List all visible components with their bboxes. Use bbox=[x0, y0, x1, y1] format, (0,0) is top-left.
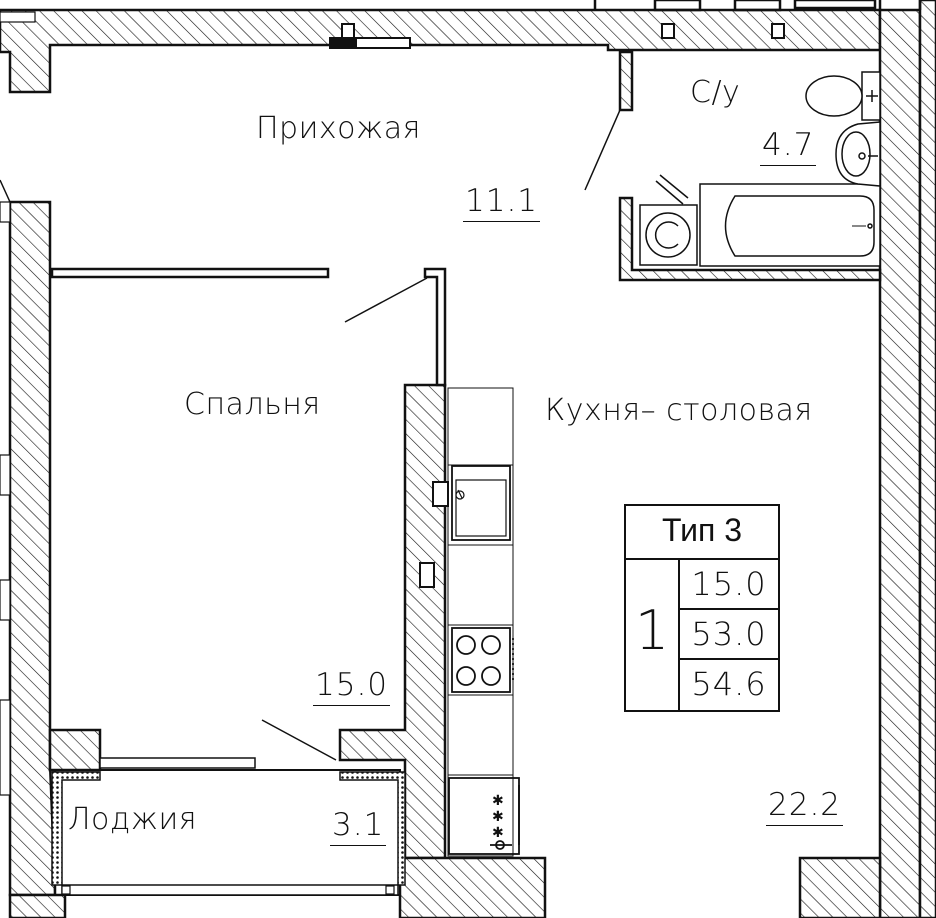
bathroom-area: 4.7 bbox=[760, 130, 817, 166]
bottom-left-wall bbox=[48, 728, 102, 772]
right-wall bbox=[878, 8, 922, 918]
kitchen-stove: ✱ ✱ ✱ bbox=[448, 777, 520, 855]
bottom-wall-right bbox=[798, 856, 882, 918]
bath-partition-top bbox=[618, 50, 634, 112]
loggia-label: Лоджия bbox=[68, 802, 197, 837]
svg-text:✱: ✱ bbox=[492, 793, 504, 809]
total-with-loggia-cell: 54.6 bbox=[680, 660, 778, 710]
bottom-wall-mid bbox=[398, 856, 547, 918]
hall-bedroom-partition bbox=[50, 267, 330, 279]
rooms-count-cell: 1 bbox=[626, 560, 680, 710]
type-label: Тип 3 bbox=[661, 512, 743, 548]
loggia-area: 3.1 bbox=[330, 810, 387, 846]
bedroom-door-jamb bbox=[423, 267, 447, 387]
bedroom-label: Спальня bbox=[184, 387, 321, 422]
loggia-glazing bbox=[61, 884, 399, 896]
riser-box bbox=[419, 562, 435, 588]
type-title-cell: Тип 3 bbox=[626, 506, 778, 560]
living-area-cell: 15.0 bbox=[680, 560, 778, 610]
top-wall bbox=[0, 8, 882, 94]
kitchen-area: 22.2 bbox=[766, 790, 844, 826]
total-area: 53.0 bbox=[691, 615, 767, 653]
washbasin bbox=[835, 121, 881, 187]
hall-area: 11.1 bbox=[463, 186, 541, 222]
loggia-wall-left bbox=[51, 771, 101, 886]
left-wall bbox=[8, 200, 57, 897]
hall-label: Прихожая bbox=[256, 111, 421, 146]
svg-text:✱: ✱ bbox=[492, 825, 504, 841]
corner-right bbox=[918, 0, 936, 918]
kitchen-counter bbox=[447, 387, 514, 857]
kitchen-hob bbox=[451, 627, 514, 693]
kitchen-sink bbox=[451, 465, 511, 541]
apartment-type-table: Тип 3 1 15.0 53.0 54.6 bbox=[624, 504, 780, 712]
bottom-wall-left bbox=[8, 893, 67, 918]
washing-machine bbox=[639, 174, 698, 266]
kitchen-label: Кухня– столовая bbox=[545, 393, 813, 428]
svg-text:✱: ✱ bbox=[492, 809, 504, 825]
bathroom-label: С/у bbox=[690, 75, 741, 110]
rooms-count: 1 bbox=[634, 599, 670, 662]
loggia-window bbox=[99, 757, 256, 769]
living-area: 15.0 bbox=[691, 565, 767, 603]
bathtub bbox=[699, 183, 881, 267]
total-area-with-loggia: 54.6 bbox=[691, 665, 767, 703]
total-area-cell: 53.0 bbox=[680, 610, 778, 660]
bedroom-area: 15.0 bbox=[313, 670, 391, 706]
bedroom-kitchen-wall bbox=[338, 383, 447, 860]
toilet bbox=[805, 71, 881, 121]
